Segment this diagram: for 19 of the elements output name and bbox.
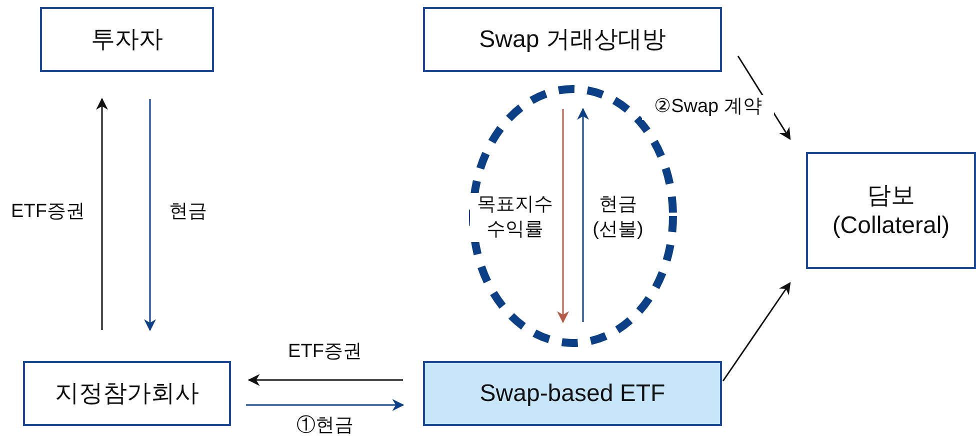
box-label: Swap-based ETF xyxy=(480,378,666,408)
box-label: 투자자 xyxy=(91,24,163,54)
arrow xyxy=(246,399,404,411)
process-box xyxy=(23,361,231,426)
arrow xyxy=(96,98,108,330)
process-box xyxy=(423,361,722,426)
process-box xyxy=(40,7,214,72)
arrow xyxy=(722,282,791,382)
box-label: 지정참가회사 xyxy=(55,378,199,408)
box-label: Swap 거래상대방 xyxy=(479,24,666,54)
arrow xyxy=(248,374,403,386)
edge-label: ②Swap 계약 xyxy=(642,95,774,120)
box-label: (Collateral) xyxy=(832,210,950,240)
arrow xyxy=(577,108,589,322)
arrow xyxy=(144,99,156,332)
box-label: 담보 xyxy=(867,180,915,210)
process-box xyxy=(806,152,976,269)
arrow xyxy=(557,109,569,324)
process-box xyxy=(423,7,722,72)
